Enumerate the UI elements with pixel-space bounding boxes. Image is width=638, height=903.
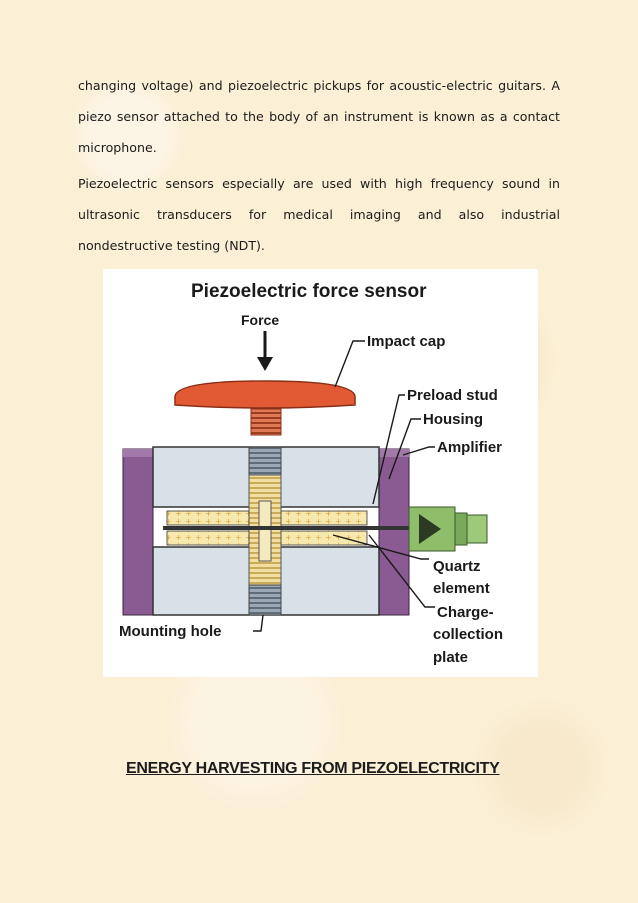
label-preload-stud: Preload stud <box>407 387 498 404</box>
paragraph-2: Piezoelectric sensors especially are use… <box>78 176 560 253</box>
cap-thread <box>250 408 282 436</box>
stud-grey-top <box>248 446 282 476</box>
label-impact-cap: Impact cap <box>367 333 445 350</box>
housing-left <box>122 448 154 616</box>
label-quartz-1: Quartz <box>433 558 481 575</box>
impact-cap <box>174 380 356 409</box>
paragraph-1: changing voltage) and piezoelectric pick… <box>78 78 560 155</box>
label-quartz-2: element <box>433 580 490 597</box>
housing-right <box>378 448 410 616</box>
label-mounting-hole: Mounting hole <box>119 623 221 640</box>
stud-grey-bottom <box>248 584 282 616</box>
label-charge-1: Charge- <box>437 604 494 621</box>
label-charge-2: collection <box>433 626 503 643</box>
force-arrow-icon <box>257 331 273 371</box>
force-label: Force <box>241 312 279 328</box>
amplifier-connector <box>454 512 468 546</box>
label-charge-3: plate <box>433 649 468 666</box>
label-housing: Housing <box>423 411 483 428</box>
piezo-sensor-diagram: + Piezoelectric force sensor Force <box>103 269 538 677</box>
diagram-title: Piezoelectric force sensor <box>191 281 427 302</box>
label-amplifier: Amplifier <box>437 439 502 456</box>
section-heading: ENERGY HARVESTING FROM PIEZOELECTRICITY <box>126 760 500 777</box>
